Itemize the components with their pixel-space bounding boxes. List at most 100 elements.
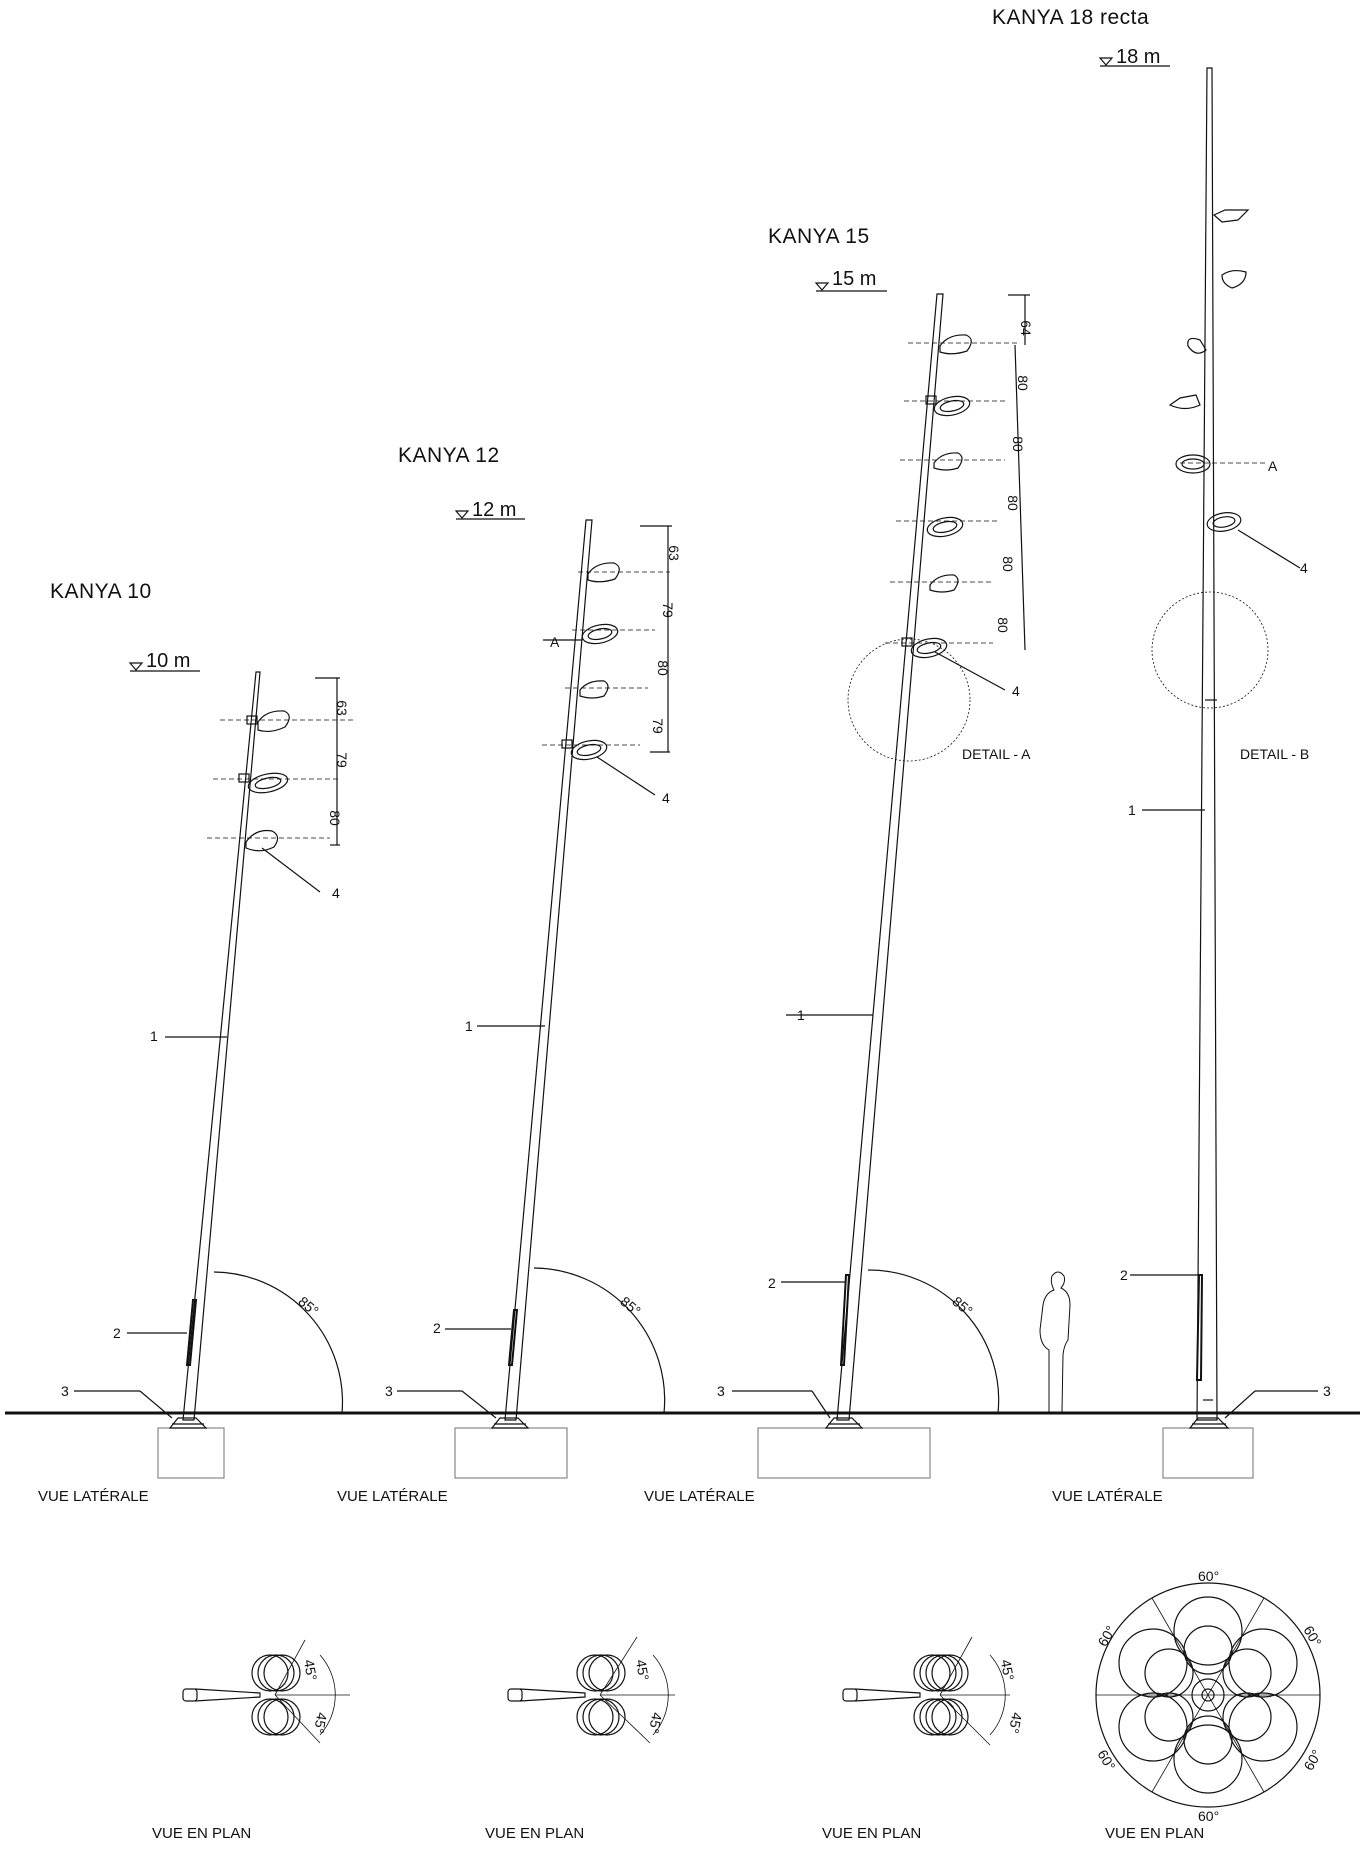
luminaire	[908, 334, 1020, 355]
plan-view-label: VUE EN PLAN	[152, 1825, 252, 1842]
callout-number: 2	[1120, 1267, 1128, 1283]
plan-angle-label: 45°	[632, 1658, 653, 1682]
pole-shaft	[836, 293, 944, 1421]
luminaire	[885, 637, 993, 659]
luminaire	[900, 452, 1005, 471]
callout-number: 4	[1012, 683, 1020, 699]
callout-number: 4	[662, 790, 670, 806]
spacing-label: 80	[654, 660, 671, 676]
view-label: VUE LATÉRALE	[337, 1488, 448, 1505]
pole-shaft	[504, 519, 593, 1421]
callout-number: 1	[1128, 802, 1136, 818]
pole-title: KANYA 12	[398, 444, 500, 467]
pole-title: KANYA 15	[768, 225, 870, 248]
plan-view	[842, 1636, 1010, 1746]
spacing-label: 80	[994, 617, 1011, 633]
luminaire	[572, 623, 655, 645]
access-door	[507, 1309, 519, 1366]
pole-height: 18 m	[1116, 46, 1161, 68]
access-door	[185, 1299, 198, 1366]
foundation	[454, 1427, 568, 1479]
spacing-label: 79	[649, 718, 666, 734]
plan-angle-label: 45°	[997, 1658, 1018, 1682]
view-label: VUE LATÉRALE	[644, 1488, 755, 1505]
luminaire	[896, 516, 1000, 538]
spacing-label: 79	[333, 752, 350, 768]
callout-number: 2	[433, 1320, 441, 1336]
pole-height: 15 m	[832, 268, 877, 290]
spacing-label: 80	[999, 556, 1016, 572]
callout-number: 2	[113, 1325, 121, 1341]
luminaire	[220, 710, 355, 733]
luminaire	[542, 739, 640, 761]
human-figure	[1039, 1271, 1071, 1413]
spacing-label: 80	[1004, 495, 1021, 511]
plan-view	[1095, 1582, 1321, 1808]
callout-number: 4	[1300, 560, 1308, 576]
pole-kanya-18	[1098, 57, 1318, 1479]
pole-kanya-10	[74, 662, 355, 1479]
detail-circle	[1151, 591, 1269, 709]
plan-view-label: VUE EN PLAN	[485, 1825, 585, 1842]
spacing-label: 80	[1009, 436, 1026, 452]
callout-number: 3	[385, 1383, 393, 1399]
luminaire	[565, 680, 648, 699]
height-marker-icon	[454, 510, 470, 519]
luminaire	[1212, 209, 1250, 223]
callout-number: 1	[465, 1018, 473, 1034]
plan-view	[507, 1636, 675, 1744]
foundation	[1162, 1427, 1254, 1479]
luminaire	[890, 574, 993, 593]
height-marker-icon	[128, 662, 144, 671]
plan-angle-label: 60°	[1198, 1808, 1220, 1824]
detail-label: DETAIL - B	[1240, 746, 1310, 762]
spacing-label: 63	[665, 545, 682, 561]
angle-arc	[533, 1267, 666, 1414]
foundation	[157, 1427, 225, 1479]
plan-view-label: VUE EN PLAN	[1105, 1825, 1205, 1842]
spacing-label: 64	[1017, 320, 1034, 336]
plan-angle-label: 45°	[300, 1658, 321, 1682]
detail-label: DETAIL - A	[962, 746, 1031, 762]
luminaire	[1206, 512, 1242, 532]
spacing-label: 63	[333, 700, 350, 716]
height-marker-icon	[1098, 57, 1114, 66]
callout-number: 2	[768, 1275, 776, 1291]
access-door	[1195, 1274, 1204, 1381]
luminaire	[213, 772, 340, 794]
angle-arc	[213, 1271, 344, 1414]
foundation	[757, 1427, 931, 1479]
access-door	[839, 1274, 851, 1366]
luminaire	[1187, 337, 1207, 354]
angle-arc	[867, 1269, 1000, 1414]
callout-number: 3	[1323, 1383, 1331, 1399]
spacing-label: 80	[1014, 375, 1031, 391]
callout-number: 3	[61, 1383, 69, 1399]
luminaire	[1221, 269, 1247, 289]
pole-kanya-12	[397, 510, 672, 1479]
view-label: VUE LATÉRALE	[38, 1488, 149, 1505]
pole-height: 12 m	[472, 499, 517, 521]
callout-number: 1	[797, 1007, 805, 1023]
pole-height: 10 m	[146, 650, 191, 672]
height-marker-icon	[814, 282, 830, 291]
luminaire	[1175, 454, 1265, 474]
pole-title: KANYA 18 recta	[992, 6, 1150, 29]
view-label: VUE LATÉRALE	[1052, 1488, 1163, 1505]
plan-view	[182, 1639, 350, 1744]
section-mark: A	[550, 634, 560, 650]
luminaire	[904, 395, 1008, 417]
luminaire	[578, 562, 670, 583]
luminaire	[207, 829, 330, 852]
callout-number: 4	[332, 885, 340, 901]
callout-number: 1	[150, 1028, 158, 1044]
spacing-label: 80	[326, 810, 343, 826]
section-mark: A	[1268, 458, 1278, 474]
pole-shaft	[1196, 67, 1218, 1421]
plan-angle-label: 60°	[1198, 1568, 1220, 1584]
luminaire	[1168, 394, 1201, 410]
detail-circle	[847, 638, 971, 762]
plan-view-label: VUE EN PLAN	[822, 1825, 922, 1842]
callout-number: 3	[717, 1383, 725, 1399]
